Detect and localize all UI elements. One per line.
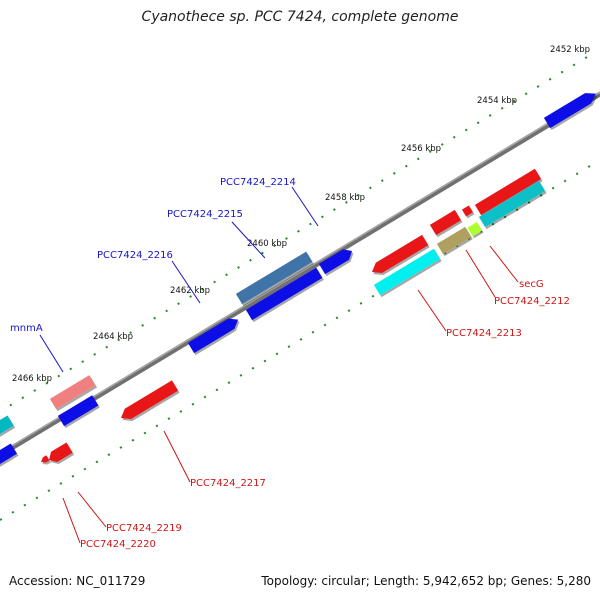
gene-arrow[interactable]	[49, 375, 96, 410]
tick-label: 2462 kbp	[170, 286, 210, 296]
forward-gene-labels: PCC7424_2214 PCC7424_2215 PCC7424_2216 m…	[10, 177, 296, 334]
tick-labels: 2452 kbp 2454 kbp 2456 kbp 2458 kbp 2460…	[12, 45, 590, 384]
gene-label[interactable]: secG	[519, 279, 544, 290]
tick-label: 2458 kbp	[325, 193, 365, 203]
gene-arrow[interactable]	[235, 251, 313, 305]
gene-arrow[interactable]	[436, 226, 472, 255]
gene-arrow[interactable]	[0, 443, 17, 466]
gene-arrow[interactable]	[467, 222, 483, 237]
gene-arrow[interactable]	[118, 380, 179, 423]
tick-label: 2452 kbp	[550, 45, 590, 55]
accession-text: Accession: NC_011729	[9, 574, 146, 588]
gene-arrow[interactable]	[474, 168, 542, 216]
tick-label: 2454 kbp	[477, 96, 517, 106]
reverse-genes	[0, 180, 546, 466]
genome-stats-text: Topology: circular; Length: 5,942,652 bp…	[261, 574, 591, 588]
gene-arrow[interactable]	[187, 315, 241, 354]
gene-arrow[interactable]	[57, 395, 99, 427]
gene-label[interactable]: PCC7424_2216	[97, 250, 173, 261]
gene-label[interactable]: PCC7424_2219	[106, 523, 182, 534]
gene-arrow[interactable]	[461, 205, 473, 217]
tick-label: 2460 kbp	[247, 239, 287, 249]
gene-arrow[interactable]	[478, 180, 546, 228]
gene-arrow[interactable]	[245, 267, 323, 321]
gene-arrow[interactable]	[429, 209, 461, 236]
tick-label: 2464 kbp	[93, 332, 133, 342]
label-connectors	[39, 186, 519, 544]
gene-label[interactable]: PCC7424_2212	[494, 296, 570, 307]
gene-label[interactable]: mnmA	[10, 323, 43, 334]
gene-arrow[interactable]	[0, 415, 14, 439]
reverse-gene-labels: secG PCC7424_2212 PCC7424_2213 PCC7424_2…	[80, 279, 570, 550]
gene-label[interactable]: PCC7424_2215	[167, 209, 243, 220]
gene-arrow[interactable]	[369, 234, 429, 277]
gene-label[interactable]: PCC7424_2217	[190, 478, 266, 489]
gene-label[interactable]: PCC7424_2214	[220, 177, 296, 188]
gene-arrow[interactable]	[39, 455, 50, 464]
gene-arrow[interactable]	[373, 248, 441, 296]
forward-genes	[0, 88, 599, 439]
gene-arrow[interactable]	[318, 246, 355, 275]
gene-arrow[interactable]	[46, 442, 73, 465]
genome-backbone	[0, 91, 600, 458]
map-title: Cyanothece sp. PCC 7424, complete genome	[141, 9, 459, 25]
tick-label: 2466 kbp	[12, 374, 52, 384]
gene-arrow[interactable]	[543, 88, 599, 129]
tick-label: 2456 kbp	[401, 144, 441, 154]
gene-label[interactable]: PCC7424_2213	[446, 328, 522, 339]
gene-label[interactable]: PCC7424_2220	[80, 539, 156, 550]
reverse-ticks	[0, 159, 600, 521]
forward-ticks	[0, 53, 593, 413]
